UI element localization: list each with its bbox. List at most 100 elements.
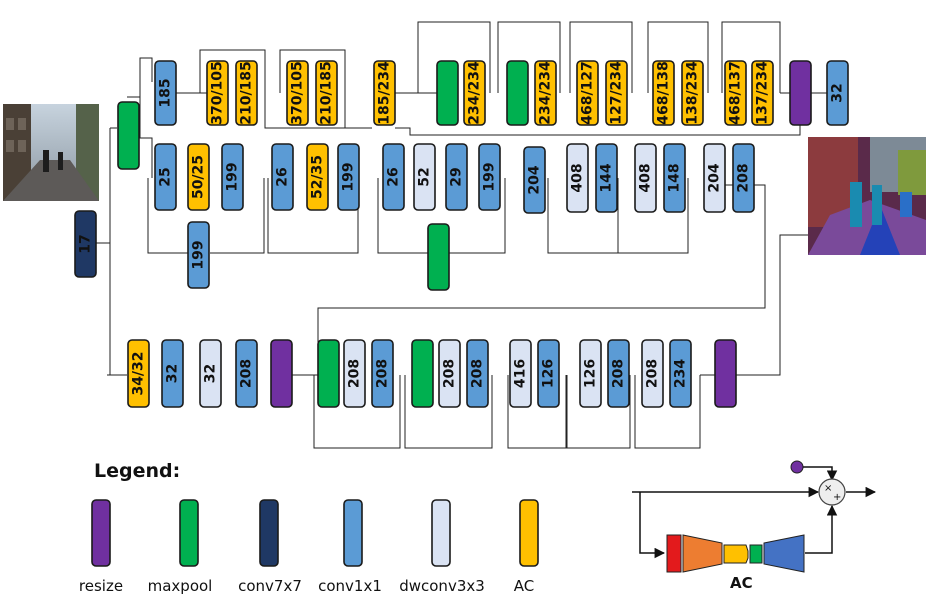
legend-label-dwconv3x3: dwconv3x3 [399,577,485,595]
row1-block-4-AC-label: 210/185 [319,61,335,125]
ac-op-plus: + [833,492,841,503]
row2-block-10-conv1x1-label: 29 [449,167,465,186]
legend-item-AC: AC [514,499,539,595]
row3-block-10-conv1x1-label: 208 [470,359,486,388]
legend-label-conv1x1: conv1x1 [318,577,382,595]
row2-block-2-AC: 50/25 [187,143,210,211]
row3-block-16-conv1x1: 234 [669,339,692,408]
row1-block-17-conv1x1: 32 [826,60,849,126]
row1-block-3-AC: 370/105 [286,60,309,126]
row2-block-15-conv1x1-label: 144 [599,163,615,192]
row1-block-7-AC-label: 234/234 [467,61,483,125]
ac-stage-yellow [723,544,749,564]
row1-block-16-resize [789,60,812,126]
row3-block-2-dwconv3x3-label: 32 [203,364,219,383]
row3-block-0-AC: 34/32 [127,339,150,408]
row2-block-1-conv1x1-label: 25 [158,167,174,186]
ac-op-times: × [824,483,832,494]
row3-block-11-dwconv3x3-label: 416 [513,359,529,388]
stem-block-conv7x7-label: 17 [78,234,94,253]
row3-block-16-conv1x1-label: 234 [673,359,689,388]
stem-block-conv7x7: 17 [74,210,97,278]
legend-item-maxpool: maxpool [148,499,212,595]
row2-block-7-conv1x1-label: 199 [341,162,357,191]
row3-block-3-conv1x1: 208 [235,339,258,408]
row2-block-7-conv1x1: 199 [337,143,360,211]
row1-block-3-AC-label: 370/105 [290,61,306,125]
row3-block-7-conv1x1: 208 [371,339,394,408]
ac-stage-red [666,534,682,573]
row2-block-5-conv1x1: 26 [271,143,294,211]
legend-swatch-resize [91,499,111,567]
legend-swatch-conv7x7 [259,499,279,567]
row1-block-11-AC-label: 127/234 [609,61,625,125]
row1-block-12-AC-label: 468/138 [656,61,672,125]
row3-block-13-dwconv3x3: 126 [579,339,602,408]
row3-block-15-dwconv3x3: 208 [641,339,664,408]
row2-block-14-dwconv3x3-label: 408 [570,163,586,192]
row2-block-18-dwconv3x3: 204 [703,143,726,213]
row1-block-5-AC: 185/234 [373,60,396,126]
ac-pipeline [666,534,805,573]
legend-swatch-conv1x1 [343,499,363,567]
row1-block-15-AC-label: 137/234 [755,61,771,125]
row1-block-15-AC: 137/234 [751,60,774,126]
row3-block-15-dwconv3x3-label: 208 [645,359,661,388]
row1-block-0-conv1x1-label: 185 [158,78,174,107]
ac-module-diagram: × + AC [632,460,877,592]
row1-block-4-AC: 210/185 [315,60,338,126]
legend-item-conv7x7: conv7x7 [238,499,302,595]
row1-block-13-AC: 138/234 [681,60,704,126]
row3-block-9-dwconv3x3-label: 208 [442,359,458,388]
row2-block-11-conv1x1-label: 199 [482,162,498,191]
row3-block-4-resize [270,339,293,408]
connection-lines [96,21,828,449]
row3-block-11-dwconv3x3: 416 [509,339,532,408]
row3-block-14-conv1x1: 208 [607,339,630,408]
row1-block-6-maxpool [436,60,459,126]
output-segmentation-map [808,137,926,255]
row2-block-10-conv1x1: 29 [445,143,468,211]
row1-block-8-maxpool [506,60,529,126]
row3-block-0-AC-label: 34/32 [131,351,147,395]
row2-block-19-conv1x1-label: 208 [736,163,752,192]
row2-block-2-AC-label: 50/25 [191,155,207,199]
row2-block-17-conv1x1-label: 148 [667,163,683,192]
row2-block-5-conv1x1-label: 26 [275,167,291,186]
row1-block-2-AC: 210/185 [235,60,258,126]
row1-block-1-AC-label: 370/105 [210,61,226,125]
row2-block-13-conv1x1-label: 204 [527,165,543,194]
row1-block-9-AC-label: 234/234 [538,61,554,125]
row3-block-9-dwconv3x3: 208 [438,339,461,408]
row3-block-8-maxpool [411,339,434,408]
row1-block-11-AC: 127/234 [605,60,628,126]
row1-block-17-conv1x1-label: 32 [830,83,846,102]
row1-block-7-AC: 234/234 [463,60,486,126]
row1-block-10-AC: 468/127 [576,60,599,126]
legend-swatch-AC [519,499,539,567]
row2-block-19-conv1x1: 208 [732,143,755,213]
row3-block-13-dwconv3x3-label: 126 [583,359,599,388]
row2-block-4-conv1x1: 199 [187,221,210,289]
ac-combine-node [818,478,846,506]
ac-stage-orange [682,534,723,573]
row2-block-8-conv1x1: 26 [382,143,405,211]
row1-block-5-AC-label: 185/234 [377,61,393,125]
row1-block-2-AC-label: 210/185 [239,61,255,125]
legend-item-resize: resize [79,499,123,595]
row2-block-6-AC: 52/35 [306,143,329,211]
row2-block-3-conv1x1-label: 199 [225,162,241,191]
row2-block-15-conv1x1: 144 [595,143,618,213]
row2-block-8-conv1x1-label: 26 [386,167,402,186]
row2-block-13-conv1x1: 204 [523,146,546,214]
legend-label-AC: AC [514,577,534,595]
input-street-photo [3,104,99,201]
network-blocks: 185 370/105 210/185 370/105 210/185 185/234 23… [74,60,849,408]
ac-stage-green [749,544,763,564]
row2-block-4-conv1x1-label: 199 [191,240,207,269]
ac-module-label: AC [730,574,753,592]
row1-block-0-conv1x1: 185 [154,60,177,126]
row1-block-14-AC-label: 468/137 [728,61,744,125]
